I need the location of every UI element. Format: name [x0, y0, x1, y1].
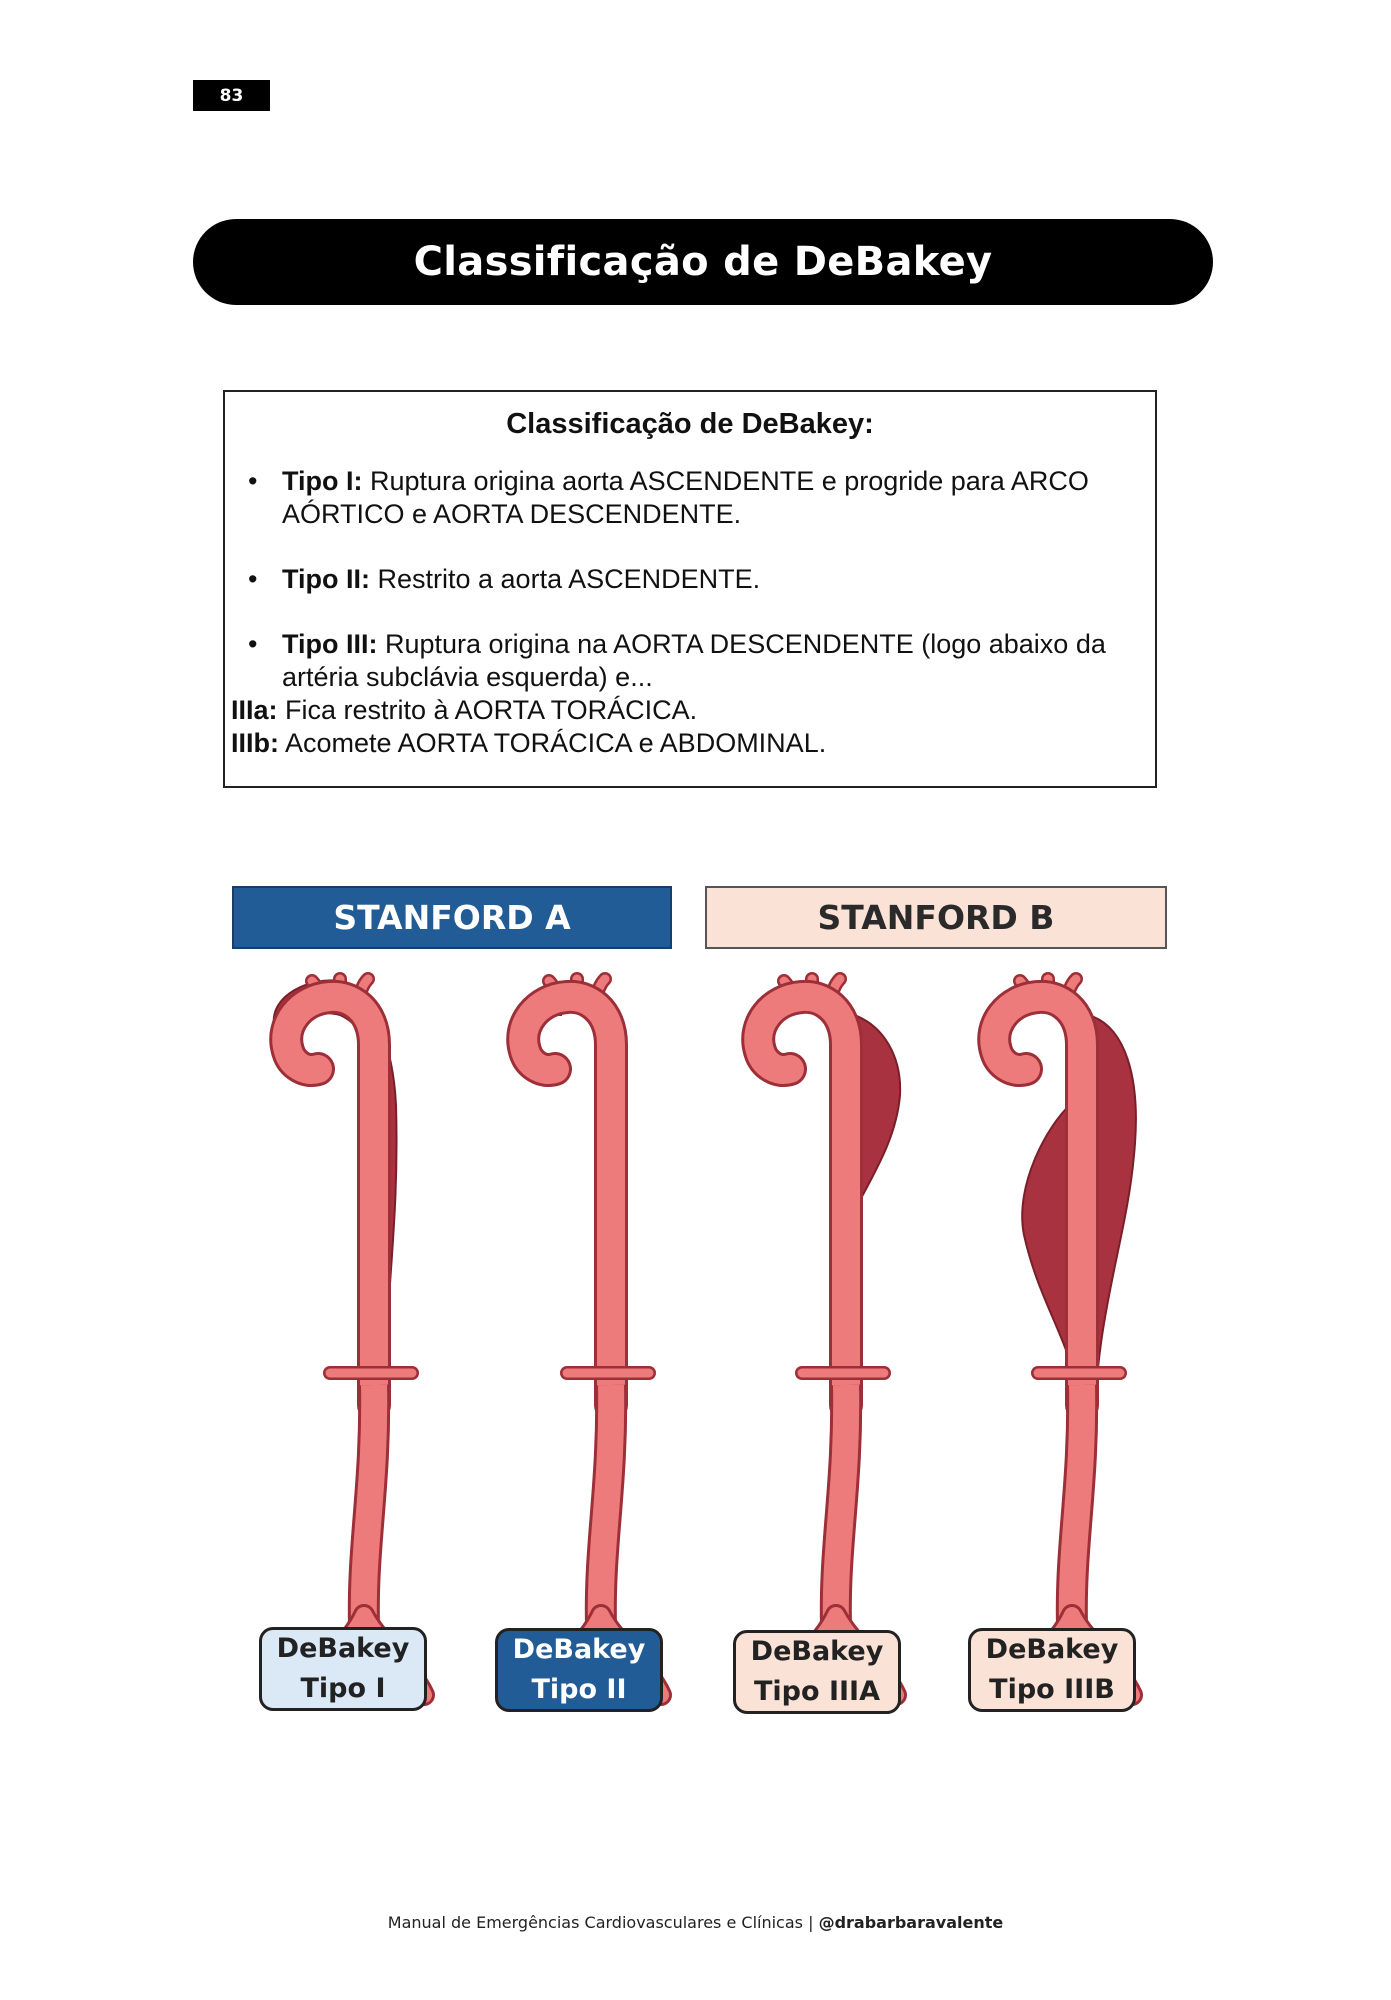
label-line2: Tipo IIIA: [754, 1672, 880, 1712]
aorta-tipo-ii: [511, 979, 661, 1695]
classification-list: • Tipo I: Ruptura origina aorta ASCENDEN…: [231, 465, 1149, 694]
desc-iiib: Acomete AORTA TORÁCICA e ABDOMINAL.: [279, 728, 826, 758]
label-debakey-tipo-i: DeBakey Tipo I: [259, 1627, 427, 1711]
desc-iiia: Fica restrito à AORTA TORÁCICA.: [278, 695, 698, 725]
term-tipo-iii: Tipo III:: [282, 629, 378, 659]
title-banner: Classificação de DeBakey: [193, 219, 1213, 305]
label-line2: Tipo I: [301, 1669, 386, 1709]
term-tipo-i: Tipo I:: [282, 466, 363, 496]
label-line1: DeBakey: [513, 1630, 646, 1670]
aorta-tipo-iiia: [758, 979, 900, 1695]
term-iiia: IIIa:: [231, 695, 278, 725]
label-debakey-tipo-iiib: DeBakey Tipo IIIB: [968, 1628, 1136, 1712]
stanford-a-header: STANFORD A: [232, 886, 672, 949]
stanford-b-header: STANFORD B: [705, 886, 1167, 949]
bullet: •: [248, 465, 257, 498]
label-line1: DeBakey: [986, 1630, 1119, 1670]
bullet: •: [248, 628, 257, 661]
box-heading: Classificação de DeBakey:: [231, 408, 1149, 441]
footer: Manual de Emergências Cardiovasculares e…: [0, 1913, 1391, 1932]
label-line2: Tipo IIIB: [989, 1670, 1115, 1710]
list-item-tipo-i: • Tipo I: Ruptura origina aorta ASCENDEN…: [231, 465, 1149, 531]
footer-handle: @drabarbaravalente: [819, 1913, 1004, 1932]
page-number: 83: [193, 80, 270, 111]
stanford-a-label: STANFORD A: [333, 898, 570, 937]
term-iiib: IIIb:: [231, 728, 279, 758]
label-debakey-tipo-ii: DeBakey Tipo II: [495, 1628, 663, 1712]
bullet: •: [248, 563, 257, 596]
subtype-iiib: IIIb: Acomete AORTA TORÁCICA e ABDOMINAL…: [231, 727, 1149, 760]
label-line2: Tipo II: [531, 1670, 626, 1710]
aorta-tipo-i: [274, 979, 424, 1695]
list-item-tipo-iii: • Tipo III: Ruptura origina na AORTA DES…: [231, 628, 1149, 694]
aorta-tipo-iiib: [994, 979, 1136, 1695]
footer-text: Manual de Emergências Cardiovasculares e…: [388, 1913, 819, 1932]
desc-tipo-iii: Ruptura origina na AORTA DESCENDENTE (lo…: [282, 629, 1106, 692]
list-item-tipo-ii: • Tipo II: Restrito a aorta ASCENDENTE.: [231, 563, 1149, 596]
subtype-iiia: IIIa: Fica restrito à AORTA TORÁCICA.: [231, 694, 1149, 727]
term-tipo-ii: Tipo II:: [282, 564, 370, 594]
label-debakey-tipo-iiia: DeBakey Tipo IIIA: [733, 1630, 901, 1714]
label-line1: DeBakey: [751, 1632, 884, 1672]
stanford-b-label: STANFORD B: [818, 898, 1055, 937]
desc-tipo-ii: Restrito a aorta ASCENDENTE.: [370, 564, 760, 594]
page-title: Classificação de DeBakey: [414, 239, 993, 285]
label-line1: DeBakey: [277, 1629, 410, 1669]
classification-box: Classificação de DeBakey: • Tipo I: Rupt…: [223, 390, 1157, 788]
desc-tipo-i: Ruptura origina aorta ASCENDENTE e progr…: [282, 466, 1089, 529]
